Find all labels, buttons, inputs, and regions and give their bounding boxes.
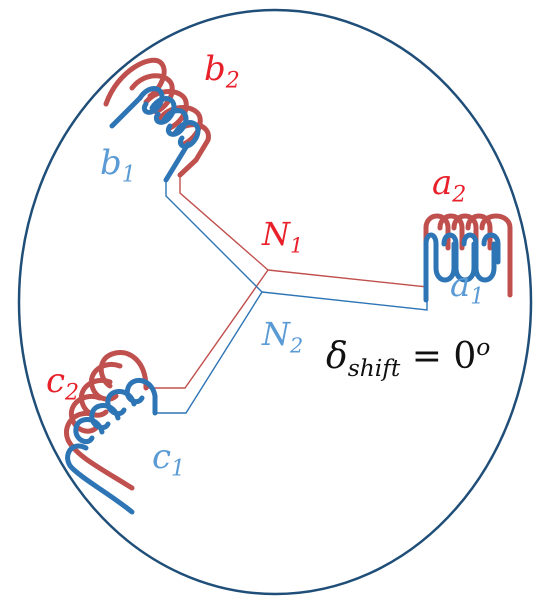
label-a1: a1 [450,265,485,310]
secondary-line-b [165,180,263,293]
coil-a [423,213,513,303]
label-b2: b2 [204,49,240,94]
coil-b-secondary [109,86,201,183]
phase-shift-label: δshift = 0o [326,333,491,383]
coil-b [103,57,211,183]
label-n2: N2 [262,315,304,358]
primary-line-b [179,175,269,271]
coil-c-secondary [65,378,158,515]
coil-c [64,350,158,515]
label-c2: c2 [46,361,80,406]
label-c1: c1 [152,437,186,482]
label-n1: N1 [262,215,304,258]
label-a2: a2 [432,163,467,208]
coil-a-secondary [423,232,501,303]
label-b1: b1 [100,143,136,188]
secondary-line-c [155,291,263,414]
primary-line-c [146,269,269,389]
outer-ellipse [17,8,533,596]
secondary-line-a [261,275,428,311]
coil-a-primary [423,213,513,298]
